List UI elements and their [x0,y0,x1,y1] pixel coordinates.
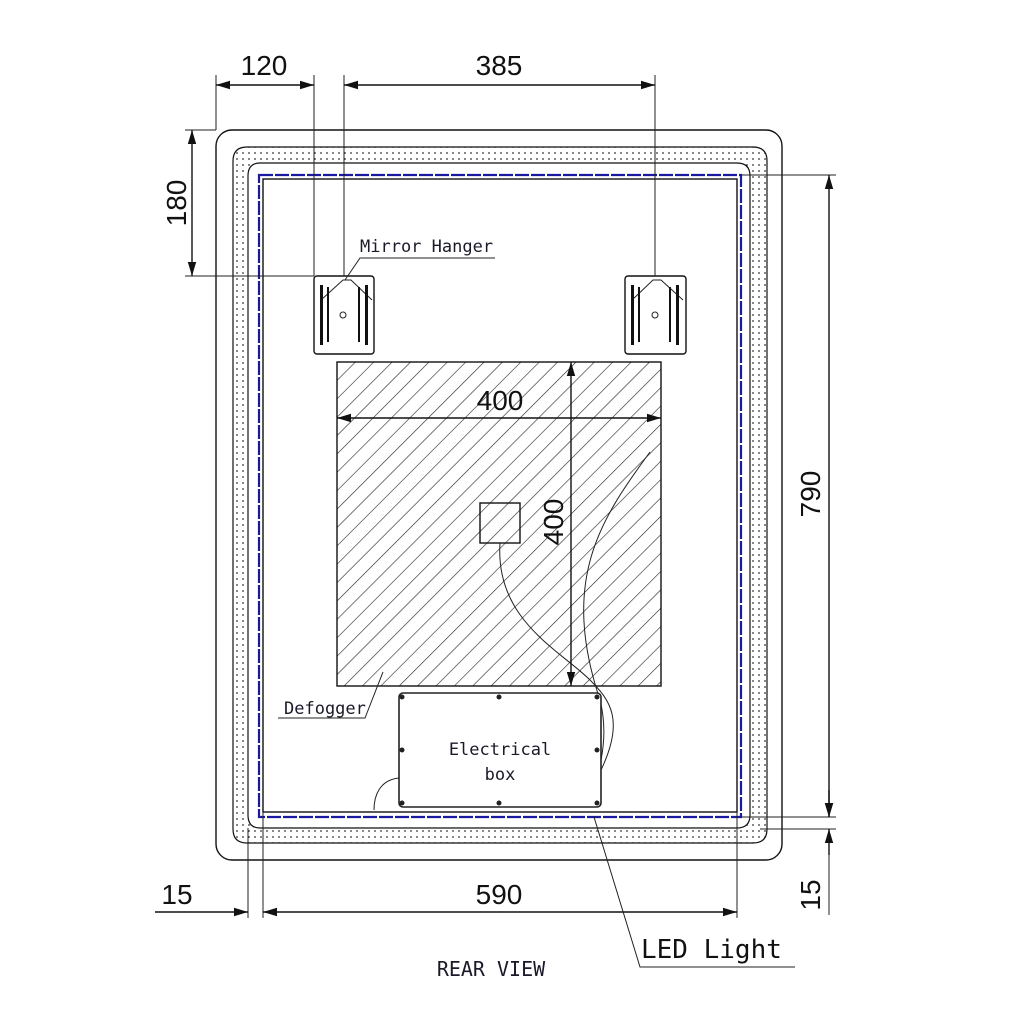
dim-defogger-height: 400 [538,499,569,546]
mirror-hanger-left [313,275,375,355]
dim-hanger-offset: 120 [241,50,288,81]
mirror-hanger-right [624,275,687,355]
electrical-box: Electrical box [398,692,602,808]
dim-height: 790 [795,471,826,518]
wire [499,542,614,771]
electrical-box-label-1: Electrical [449,740,551,760]
dim-border-left: 15 [161,879,192,910]
wire [373,777,400,811]
led-strip [257,173,743,819]
mirror-outer-frame [215,129,783,861]
dim-width: 590 [476,879,523,910]
led-light-label: LED Light [641,935,782,965]
dim-border-bottom: 15 [795,879,826,910]
wire [583,451,651,761]
electrical-box-label-2: box [485,765,516,785]
dim-hanger-spacing: 385 [476,50,523,81]
dim-defogger-width: 400 [477,385,524,416]
view-title: REAR VIEW [437,957,546,981]
defogger-label: Defogger [284,699,366,719]
mirror-hanger-label: Mirror Hanger [360,237,493,257]
inner-panel [262,178,738,813]
dim-hanger-top: 180 [161,180,192,227]
